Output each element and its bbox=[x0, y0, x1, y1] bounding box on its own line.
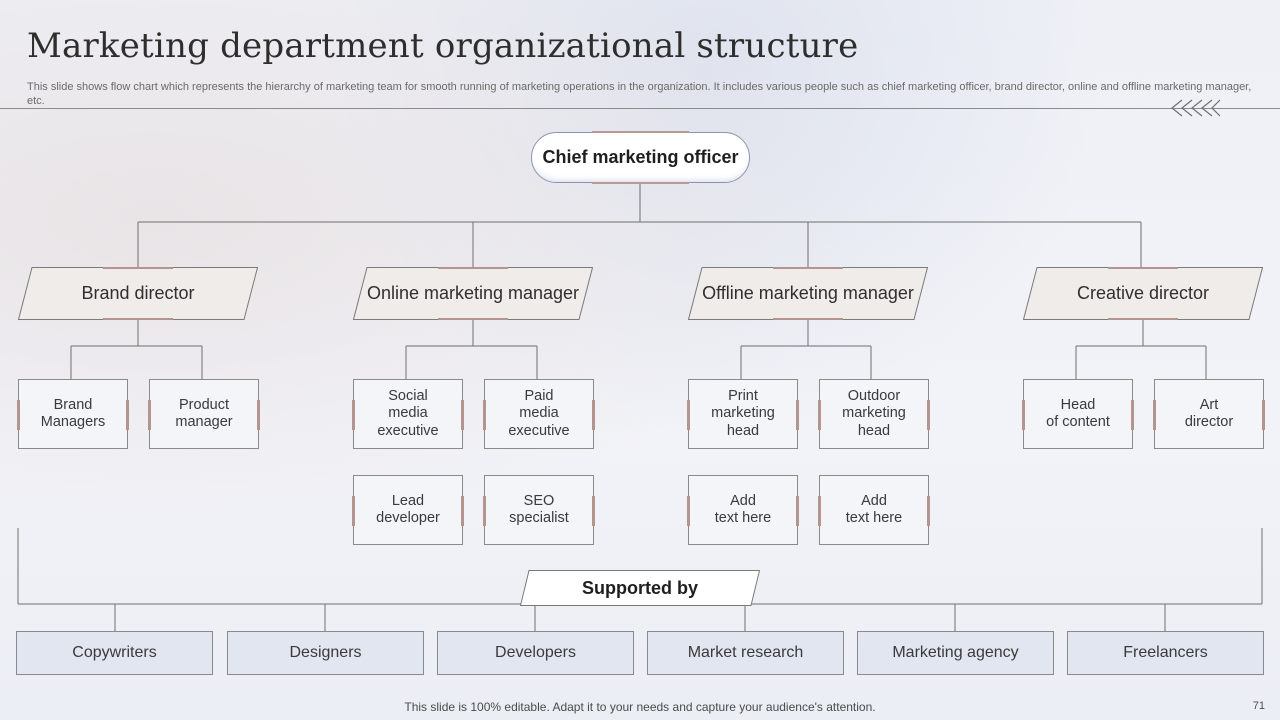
role-art-director: Art director bbox=[1153, 379, 1265, 449]
role-placeholder-1: Add text here bbox=[687, 475, 799, 545]
role-paid-media-executive: Paid media executive bbox=[483, 379, 595, 449]
supported-by-banner: Supported by bbox=[520, 570, 760, 606]
support-role-marketing-agency: Marketing agency bbox=[857, 631, 1054, 675]
support-role-copywriters: Copywriters bbox=[16, 631, 213, 675]
chevrons-left-icon bbox=[1171, 99, 1221, 117]
director-label: Online marketing manager bbox=[366, 283, 580, 303]
role-placeholder-2: Add text here bbox=[818, 475, 930, 545]
director-label: Offline marketing manager bbox=[702, 283, 914, 303]
director-online: Online marketing manager bbox=[353, 267, 593, 320]
director-creative: Creative director bbox=[1023, 267, 1263, 320]
slide-subtitle: This slide shows flow chart which repres… bbox=[27, 81, 1252, 107]
role-print-marketing-head: Print marketing head bbox=[687, 379, 799, 449]
support-role-developers: Developers bbox=[437, 631, 634, 675]
director-label: Brand director bbox=[81, 283, 195, 303]
ceo-label: Chief marketing officer bbox=[542, 147, 739, 167]
ceo-accent-top bbox=[592, 131, 689, 133]
director-label: Creative director bbox=[1076, 283, 1210, 303]
role-social-media-executive: Social media executive bbox=[352, 379, 464, 449]
page-number: 71 bbox=[1252, 700, 1265, 712]
role-seo-specialist: SEO specialist bbox=[483, 475, 595, 545]
footer-note: This slide is 100% editable. Adapt it to… bbox=[404, 700, 876, 714]
director-brand: Brand director bbox=[18, 267, 258, 320]
slide-title: Marketing department organizational stru… bbox=[27, 26, 859, 66]
support-role-freelancers: Freelancers bbox=[1067, 631, 1264, 675]
role-lead-developer: Lead developer bbox=[352, 475, 464, 545]
director-offline: Offline marketing manager bbox=[688, 267, 928, 320]
ceo-node: Chief marketing officer bbox=[531, 131, 750, 184]
role-head-of-content: Head of content bbox=[1022, 379, 1134, 449]
role-brand-managers: Brand Managers bbox=[17, 379, 129, 449]
role-outdoor-marketing-head: Outdoor marketing head bbox=[818, 379, 930, 449]
ceo-accent-bottom bbox=[592, 182, 689, 184]
role-product-manager: Product manager bbox=[148, 379, 260, 449]
header-rule bbox=[0, 108, 1280, 109]
support-role-designers: Designers bbox=[227, 631, 424, 675]
support-role-market-research: Market research bbox=[647, 631, 844, 675]
supported-by-label: Supported by bbox=[582, 577, 698, 598]
